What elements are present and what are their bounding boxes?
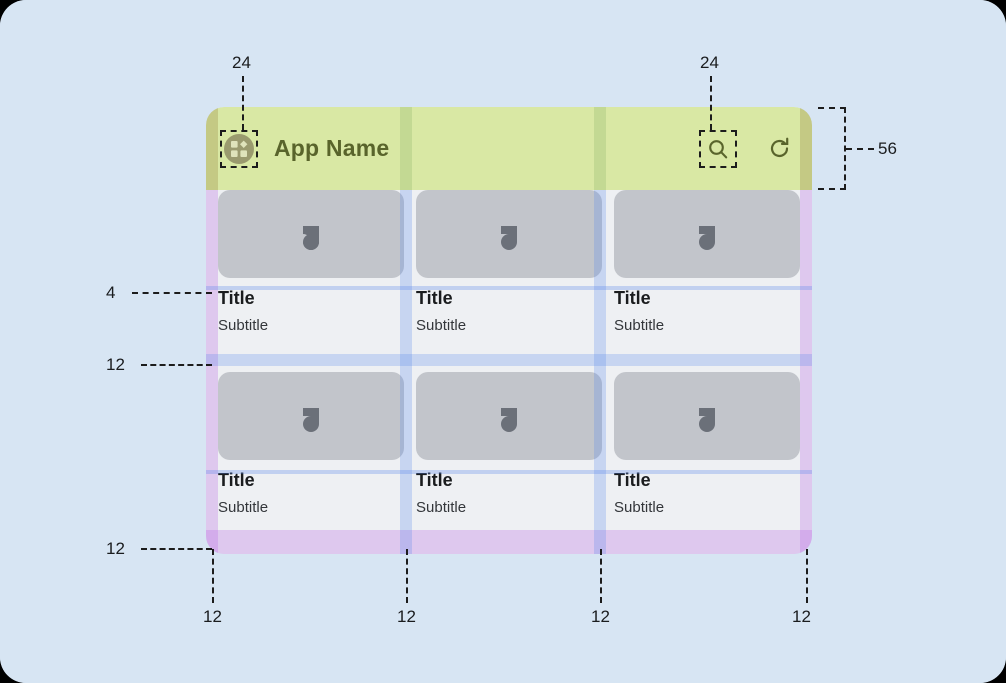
image-placeholder-glyph xyxy=(303,408,319,432)
app-title: App Name xyxy=(274,135,390,161)
card[interactable]: Title Subtitle xyxy=(416,372,602,542)
card-title: Title xyxy=(416,288,453,308)
search-icon[interactable] xyxy=(699,129,737,168)
menu-icon-measure-box xyxy=(220,129,258,168)
leader-row-gap xyxy=(141,364,212,366)
card-subtitle: Subtitle xyxy=(218,499,269,516)
image-placeholder-icon xyxy=(416,372,602,460)
image-placeholder-icon xyxy=(218,372,404,460)
card-subtitle: Subtitle xyxy=(614,317,665,334)
image-placeholder-icon xyxy=(614,190,800,278)
refresh-glyph xyxy=(770,137,789,158)
search-glyph xyxy=(709,139,728,158)
card-text: Title Subtitle xyxy=(218,460,404,542)
card-subtitle: Subtitle xyxy=(416,317,467,334)
image-placeholder-glyph xyxy=(699,226,715,250)
card-title: Title xyxy=(614,470,651,490)
image-placeholder-icon xyxy=(218,190,404,278)
card[interactable]: Title Subtitle xyxy=(614,372,800,542)
image-placeholder-icon xyxy=(614,372,800,460)
annotation-row-gap: 12 xyxy=(106,355,125,374)
leader-column-gap-1 xyxy=(212,549,214,603)
card-title: Title xyxy=(416,470,453,490)
refresh-icon[interactable] xyxy=(767,136,792,161)
image-placeholder-glyph xyxy=(699,408,715,432)
card[interactable]: Title Subtitle xyxy=(614,190,800,360)
search-icon-measure-box xyxy=(699,129,737,168)
annotation-menu-inset: 24 xyxy=(232,53,251,72)
card-title: Title xyxy=(218,470,255,490)
card-text: Title Subtitle xyxy=(614,278,800,360)
card-subtitle: Subtitle xyxy=(614,499,665,516)
app-grid-icon[interactable] xyxy=(220,129,258,168)
card-title: Title xyxy=(218,288,255,308)
leader-bottom-padding xyxy=(141,548,212,550)
annotation-bottom-padding: 12 xyxy=(106,539,125,558)
card[interactable]: Title Subtitle xyxy=(218,372,404,542)
annotation-column-gap-4: 12 xyxy=(792,607,811,626)
annotation-column-gap-3: 12 xyxy=(591,607,610,626)
annotation-search-inset: 24 xyxy=(700,53,719,72)
card-text: Title Subtitle xyxy=(416,460,602,542)
annotation-column-gap-1: 12 xyxy=(203,607,222,626)
leader-menu-inset xyxy=(242,76,244,130)
card[interactable]: Title Subtitle xyxy=(218,190,404,360)
leader-bar-height xyxy=(846,148,874,150)
dimension-box-bar-height xyxy=(818,107,846,190)
leader-title-gap xyxy=(132,292,212,294)
card-text: Title Subtitle xyxy=(416,278,602,360)
card-title: Title xyxy=(614,288,651,308)
card-text: Title Subtitle xyxy=(218,278,404,360)
app-bar-leading: App Name xyxy=(206,129,390,168)
leader-search-inset xyxy=(710,76,712,130)
card-subtitle: Subtitle xyxy=(218,317,269,334)
app-bar-actions xyxy=(699,129,812,168)
image-placeholder-glyph xyxy=(303,226,319,250)
annotation-title-gap: 4 xyxy=(106,283,116,302)
leader-column-gap-3 xyxy=(600,549,602,603)
image-placeholder-icon xyxy=(416,190,602,278)
card-text: Title Subtitle xyxy=(614,460,800,542)
app-bar: App Name xyxy=(206,107,812,190)
image-placeholder-glyph xyxy=(501,408,517,432)
leader-column-gap-2 xyxy=(406,549,408,603)
leader-column-gap-4 xyxy=(806,549,808,603)
image-placeholder-glyph xyxy=(501,226,517,250)
card[interactable]: Title Subtitle xyxy=(416,190,602,360)
annotation-bar-height: 56 xyxy=(878,139,897,158)
app-grid-glyph xyxy=(231,140,248,157)
card-subtitle: Subtitle xyxy=(416,499,467,516)
annotation-column-gap-2: 12 xyxy=(397,607,416,626)
app-mockup-frame: App Name xyxy=(206,107,812,554)
card-grid: Title Subtitle Title Subtitle xyxy=(206,190,812,554)
